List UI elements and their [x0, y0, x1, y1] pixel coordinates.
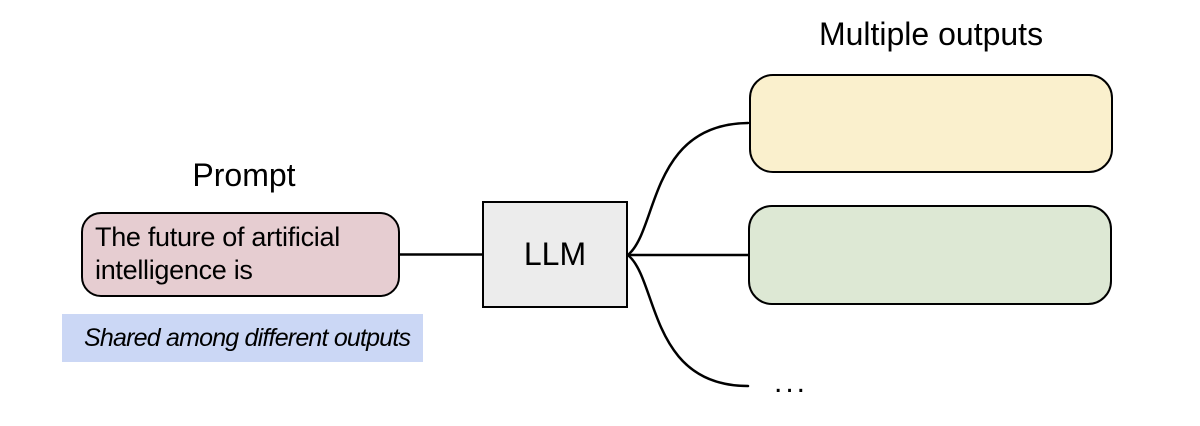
multiple-outputs-label: Multiple outputs — [818, 16, 1044, 52]
prompt-box: The future of artificial intelligence is — [81, 212, 400, 297]
output-box-yellow — [749, 74, 1113, 173]
connector-llm-to-output-top — [627, 121, 750, 256]
output-box-green — [748, 205, 1112, 305]
llm-box-label: LLM — [523, 236, 587, 272]
more-outputs-ellipsis: ... — [774, 366, 809, 399]
prompt-box-text: The future of artificial intelligence is — [95, 222, 340, 285]
shared-note: Shared among different outputs — [62, 314, 423, 362]
connector-llm-to-ellipsis — [627, 254, 750, 388]
llm-box: LLM — [482, 201, 628, 308]
prompt-label: Prompt — [192, 157, 296, 193]
shared-note-text: Shared among different outputs — [84, 323, 411, 352]
